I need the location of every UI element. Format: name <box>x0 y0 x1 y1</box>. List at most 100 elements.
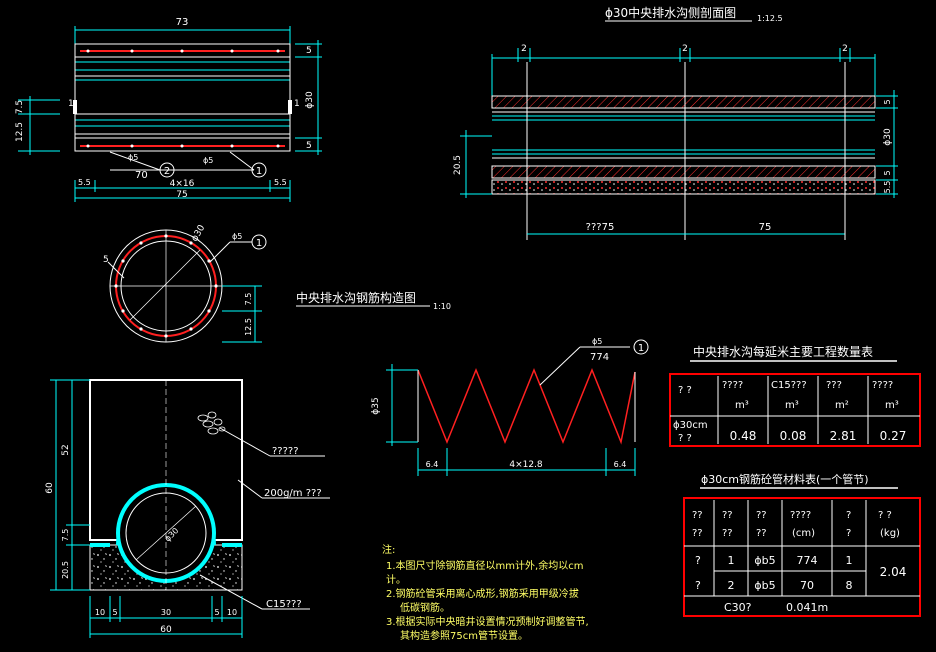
top-left-view: 73 7.5 12.5 1 1 5 <box>15 17 322 202</box>
qt-head-3: ??? <box>826 380 842 391</box>
qt-unit-3: m² <box>835 400 849 411</box>
spiral-view: ϕ35 ϕ5 774 1 6.4 4×12.8 6.4 <box>371 337 649 476</box>
qt-value-2: 0.08 <box>780 429 807 443</box>
dim-left-12-5: 12.5 <box>15 122 25 142</box>
trench-dim-7-5: 7.5 <box>61 529 70 542</box>
trench-dim-60-left: 60 <box>45 482 55 494</box>
trench-dim-52: 52 <box>61 444 71 455</box>
side-bottom-left: ???75 <box>586 222 615 233</box>
spiral-callout-1: 1 <box>638 343 644 354</box>
mt-footer-b: 0.041m <box>786 601 828 614</box>
circle-dim-5: 5 <box>103 255 109 265</box>
mt-head1-0: ?? <box>692 510 703 521</box>
dim-top-73: 73 <box>176 17 189 28</box>
material-table: ϕ30cm钢筋砼管材料表(一个管节) ?? ?? ?? ???? ? ? ? ?… <box>683 472 921 617</box>
quantity-table: 中央排水沟每延米主要工程数量表 ? ? ???? C15??? ??? ????… <box>669 344 921 447</box>
circle-bar-label: ϕ5 <box>232 232 242 241</box>
title-rebar-scale: 1:10 <box>433 302 451 311</box>
mt-head1-2: ?? <box>756 510 767 521</box>
spiral-bar-label: ϕ5 <box>592 337 602 346</box>
quantity-table-title: 中央排水沟每延米主要工程数量表 <box>693 344 873 359</box>
title-side-section-scale: 1:12.5 <box>757 14 783 23</box>
mt-footer-a: C30? <box>724 601 752 614</box>
notes: 注: 1.本图尺寸除钢筋直径以mm计外,余均以cm 计。 2.钢筋砼管采用离心成… <box>382 543 589 642</box>
side-dim-5-5: 5.5 <box>883 181 892 194</box>
mt-row2-0: ? <box>695 579 701 592</box>
title-rebar-structure: 中央排水沟钢筋构造图 <box>296 290 416 305</box>
bar-length-70: 70 <box>135 170 148 181</box>
qt-head-0: ? ? <box>678 385 692 396</box>
trench-bottom-dim-5: 10 <box>227 608 237 617</box>
mt-row2-3: 70 <box>800 579 814 592</box>
title-side-section: ϕ30中央排水沟侧剖面图 <box>605 5 736 20</box>
notes-heading: 注: <box>382 543 395 556</box>
trench-bottom-dim-3: 30 <box>161 608 171 617</box>
edge-right-5-5: 5.5 <box>274 178 287 187</box>
qt-unit-1: m³ <box>735 400 749 411</box>
side-dim-5a: 5 <box>883 99 892 104</box>
qt-unit-4: m³ <box>885 400 899 411</box>
note-line-3: 2.钢筋砼管采用离心成形,钢筋采用甲级冷拔 <box>386 587 579 600</box>
mt-row2-4: 8 <box>846 579 853 592</box>
mt-row2-1: 2 <box>728 579 735 592</box>
side-dim-phi30: ϕ30 <box>883 128 893 146</box>
dim-5-top: 5 <box>306 46 312 56</box>
qt-value-1: 0.48 <box>730 429 757 443</box>
bar-label-2: ϕ5 <box>203 156 213 165</box>
mt-row1-2: ϕb5 <box>754 554 775 567</box>
circle-dim-phi30: ϕ30 <box>190 223 207 243</box>
spiral-dim-mid: 4×12.8 <box>509 460 543 470</box>
side-dim-2b: 2 <box>682 44 688 54</box>
label-gravel: ????? <box>272 446 299 457</box>
mt-head2-5: (kg) <box>880 528 900 539</box>
mt-head1-1: ?? <box>722 510 733 521</box>
qt-row-label-1: ϕ30cm <box>673 420 708 431</box>
dim-phi30: ϕ30 <box>305 91 315 109</box>
spiral-bar-length: 774 <box>590 352 609 363</box>
side-section-view: 2 2 2 20.5 5 ϕ30 5 5.5 ???75 75 <box>453 44 898 240</box>
mt-head2-1: ?? <box>722 528 733 539</box>
side-dim-2a: 2 <box>521 44 527 54</box>
side-dim-20-5: 20.5 <box>453 155 463 175</box>
mt-total-weight: 2.04 <box>880 565 907 579</box>
note-line-1: 1.本图尺寸除钢筋直径以mm计外,余均以cm <box>386 559 583 572</box>
trench-dim-20-5: 20.5 <box>61 561 70 579</box>
qt-row-label-2: ? ? <box>678 433 692 444</box>
bar-label-1: ϕ5 <box>128 153 138 162</box>
callout-1: 1 <box>256 166 262 177</box>
mt-row1-0: ? <box>695 554 701 567</box>
trench-bottom-dim-4: 5 <box>214 608 219 617</box>
dim-4x16: 4×16 <box>170 179 195 189</box>
circle-view: ϕ30 5 ϕ5 1 7.5 12.5 <box>103 223 267 343</box>
mt-row1-1: 1 <box>728 554 735 567</box>
callout-2: 2 <box>164 166 170 177</box>
note-line-2: 计。 <box>386 573 406 586</box>
trench-bottom-dim-2: 5 <box>112 608 117 617</box>
mt-head2-3: (cm) <box>792 528 815 539</box>
side-bottom-right: 75 <box>759 222 772 233</box>
circle-callout-1: 1 <box>256 238 262 249</box>
qt-value-3: 2.81 <box>830 429 857 443</box>
qt-head-1: ???? <box>722 380 743 391</box>
mt-head2-2: ?? <box>756 528 767 539</box>
dim-left-7-5: 7.5 <box>15 100 25 114</box>
trench-view: ϕ30 ????? 200g/m ??? C15??? 60 52 7.5 20… <box>45 379 330 638</box>
mt-head1-4: ? <box>846 510 851 521</box>
note-line-4: 低碳钢筋。 <box>400 601 450 614</box>
mt-head2-0: ?? <box>692 528 703 539</box>
spiral-dim-right: 6.4 <box>614 460 627 469</box>
mt-head1-5: ? ? <box>878 510 892 521</box>
label-geotextile: 200g/m ??? <box>264 488 322 499</box>
qt-head-4: ???? <box>872 380 893 391</box>
spiral-dim-left: 6.4 <box>426 460 439 469</box>
mt-head1-3: ???? <box>790 510 811 521</box>
qt-unit-2: m³ <box>785 400 799 411</box>
dim-bottom-75: 75 <box>176 190 187 200</box>
label-c15: C15??? <box>266 599 302 610</box>
mt-row1-3: 774 <box>797 554 818 567</box>
material-table-title: ϕ30cm钢筋砼管材料表(一个管节) <box>701 472 869 486</box>
qt-value-4: 0.27 <box>880 429 907 443</box>
dim-1-right: 1 <box>294 99 300 109</box>
trench-dim-60-bottom: 60 <box>160 625 172 635</box>
